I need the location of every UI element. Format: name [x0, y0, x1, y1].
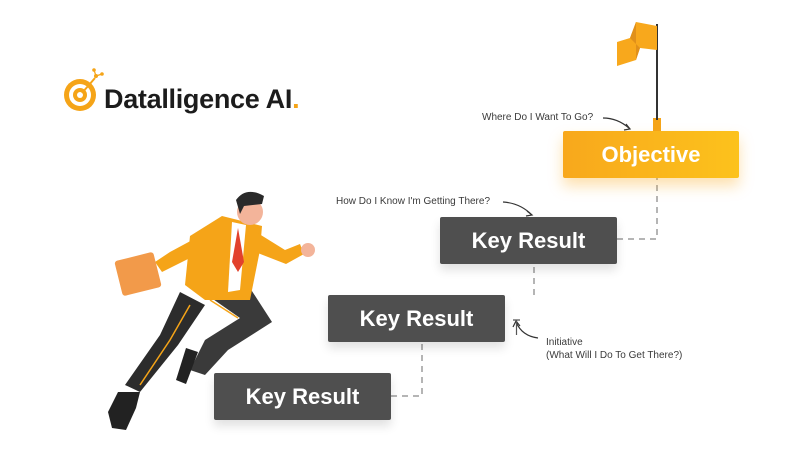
arrow-where — [602, 117, 631, 130]
dashed-connectors — [391, 178, 658, 397]
objective-box: Objective — [563, 131, 739, 178]
annotation-arrows — [502, 117, 632, 339]
annotation-initiative-title: Initiative — [546, 337, 583, 348]
key-result-label: Key Result — [471, 227, 586, 253]
annotation-initiative: Initiative (What Will I Do To Get There?… — [546, 336, 682, 362]
logo-target-icon — [64, 68, 104, 111]
brand-logo: Datalligence AI. — [104, 84, 300, 115]
key-result-box-middle: Key Result — [328, 295, 505, 342]
folder-icon — [114, 252, 162, 296]
objective-label: Objective — [601, 141, 701, 167]
arrow-initiative — [515, 321, 539, 339]
annotation-initiative-subtitle: (What Will I Do To Get There?) — [546, 350, 683, 361]
key-result-box-bottom: Key Result — [214, 373, 391, 420]
connector-kr3-objective — [617, 178, 658, 240]
connector-kr1-kr2 — [391, 340, 423, 397]
hand — [301, 243, 315, 257]
key-result-box-top: Key Result — [440, 217, 617, 264]
brand-name: Datalligence AI — [104, 84, 293, 114]
arrow-how — [502, 201, 533, 216]
annotation-how: How Do I Know I'm Getting There? — [336, 196, 491, 207]
key-result-label: Key Result — [245, 383, 360, 409]
annotation-where: Where Do I Want To Go? — [482, 112, 594, 123]
flag-icon — [617, 22, 661, 131]
key-result-label: Key Result — [359, 305, 474, 331]
running-businessman-illustration — [108, 191, 315, 430]
brand-dot: . — [292, 84, 300, 114]
